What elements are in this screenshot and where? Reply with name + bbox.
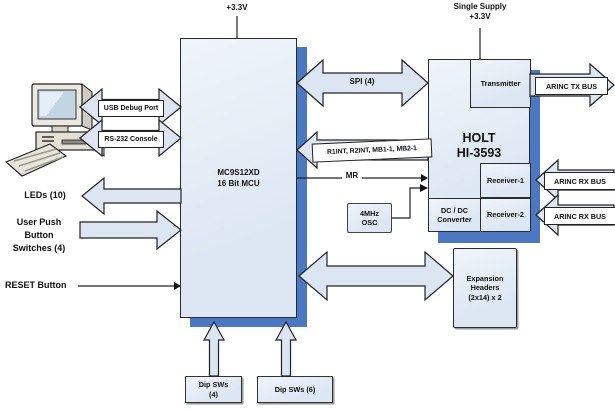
osc-arrowhead bbox=[420, 184, 428, 192]
mr-arrowhead bbox=[421, 174, 428, 182]
transmitter-block: Transmitter bbox=[470, 59, 531, 108]
receiver2-label: Receiver-2 bbox=[487, 210, 524, 220]
holt-label-line2: HI-3593 bbox=[456, 145, 502, 160]
single-supply-line2: +3.3V bbox=[469, 12, 491, 21]
transmitter-label: Transmitter bbox=[480, 78, 521, 88]
push-buttons-arrow bbox=[79, 209, 182, 251]
arinc-rx-bus-label-2: ARINC RX BUS bbox=[544, 207, 615, 225]
dip-switches-4-block: Dip SWs (4) bbox=[185, 376, 242, 403]
receiver1-label: Receiver-1 bbox=[487, 175, 524, 185]
leds-arrow bbox=[81, 176, 182, 216]
dcdc-label-line1: DC / DC bbox=[440, 205, 469, 215]
osc-wire bbox=[392, 187, 421, 219]
computer-icon bbox=[4, 82, 105, 177]
expansion-label-line3: (2x14) x 2 bbox=[468, 292, 502, 302]
osc-label-line2: OSC bbox=[361, 218, 378, 227]
mcu-label-line2: 16 Bit MCU bbox=[217, 179, 260, 188]
dip4-arrow bbox=[202, 320, 226, 377]
expansion-label-line1: Expansion bbox=[466, 273, 504, 283]
leds-label: LEDs (10) bbox=[24, 190, 66, 200]
dip-switches-6-block: Dip SWs (6) bbox=[257, 376, 333, 403]
oscillator-block: 4MHz OSC bbox=[347, 203, 392, 233]
expansion-arrow bbox=[298, 250, 454, 302]
dcdc-converter-block: DC / DC Converter bbox=[428, 198, 481, 232]
push-buttons-line3: Switches (4) bbox=[12, 243, 66, 253]
usb-debug-port-label: USB Debug Port bbox=[98, 100, 164, 117]
mr-label: MR bbox=[342, 171, 362, 180]
expansion-label-line2: Headers bbox=[470, 283, 500, 293]
dip6-arrow bbox=[274, 320, 298, 377]
holt-label-line1: HOLT bbox=[462, 130, 496, 145]
arinc-tx-bus-label: ARINC TX BUS bbox=[535, 77, 608, 95]
push-buttons-label: User Push Button Switches (4) bbox=[0, 216, 78, 255]
mcu-power-label: +3.3V bbox=[226, 3, 248, 12]
expansion-headers-block: Expansion Headers (2x14) x 2 bbox=[453, 248, 517, 328]
dip4-label-line1: Dip SWs bbox=[198, 380, 229, 389]
dcdc-label-line2: Converter bbox=[437, 215, 472, 224]
reset-arrowhead bbox=[174, 282, 181, 290]
arinc-rx-bus-label-1: ARINC RX BUS bbox=[544, 172, 615, 190]
rs232-console-label: RS-232 Console bbox=[98, 131, 164, 148]
dip4-label-line2: (4) bbox=[209, 389, 218, 399]
push-buttons-line1: User Push bbox=[16, 217, 62, 227]
osc-label-line1: 4MHz bbox=[359, 208, 380, 218]
mcu-label-line1: MC9S12XD bbox=[217, 168, 260, 177]
reset-button-label: RESET Button bbox=[5, 280, 67, 290]
receiver1-block: Receiver-1 bbox=[480, 163, 531, 198]
mcu-block: MC9S12XD 16 Bit MCU bbox=[180, 38, 297, 318]
single-supply-label: Single Supply +3.3V bbox=[438, 2, 522, 22]
dip6-label: Dip SWs (6) bbox=[274, 384, 316, 394]
push-buttons-line2: Button bbox=[24, 230, 54, 240]
single-supply-line1: Single Supply bbox=[453, 2, 507, 11]
spi-label: SPI (4) bbox=[349, 77, 375, 86]
spi-arrow bbox=[296, 58, 429, 108]
